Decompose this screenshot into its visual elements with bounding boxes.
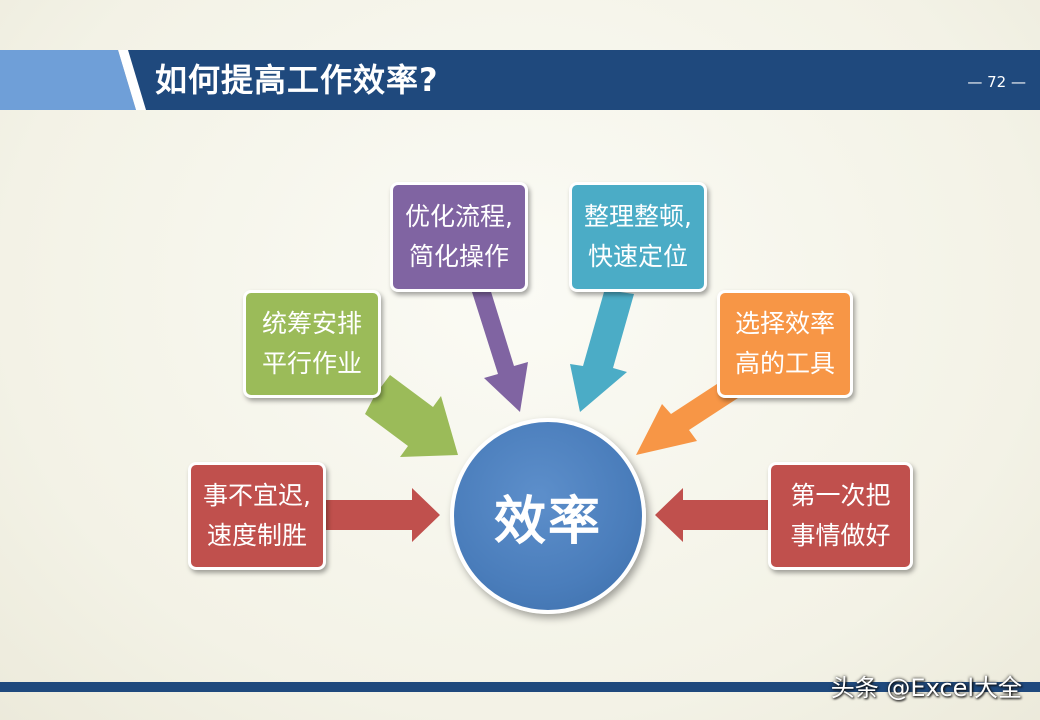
item-box-speed: 事不宜迟, 速度制胜 — [188, 462, 326, 570]
title-bar — [0, 50, 1040, 110]
footer-bar — [0, 682, 1040, 692]
arrow-left — [325, 488, 440, 542]
item-box-organize: 整理整顿, 快速定位 — [569, 182, 707, 292]
arrow-right — [655, 488, 770, 542]
slide-title: 如何提高工作效率? — [155, 61, 439, 99]
arrow-top-left — [462, 282, 528, 412]
item-box-do-it-right: 第一次把 事情做好 — [768, 462, 913, 570]
item-box-parallel-work: 统筹安排 平行作业 — [243, 290, 381, 398]
page-number: — 72 — — [967, 73, 1026, 91]
title-accent-shape — [0, 50, 136, 110]
center-efficiency-circle: 效率 — [450, 418, 646, 614]
arrow-upper-left — [365, 375, 458, 457]
watermark: 头条 @Excel大全 — [830, 674, 1022, 702]
arrow-top-right — [570, 290, 634, 412]
arrow-upper-right — [636, 378, 738, 455]
item-box-efficient-tools: 选择效率 高的工具 — [717, 290, 853, 398]
item-box-optimize-process: 优化流程, 简化操作 — [390, 182, 528, 292]
